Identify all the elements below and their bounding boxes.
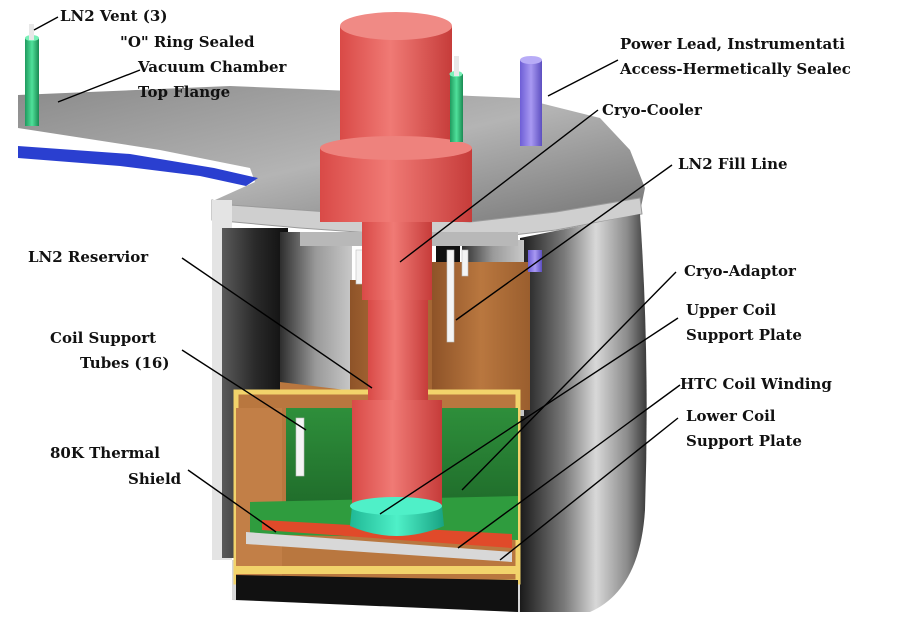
label-ln2-vent: LN2 Vent (3) xyxy=(60,7,167,25)
label-coil-support-tubes-line1: Coil Support xyxy=(50,329,156,347)
cryo-adaptor xyxy=(350,497,444,536)
ln2-vent-tubes xyxy=(25,24,463,142)
label-lower-coil-plate-line2: Support Plate xyxy=(686,432,802,450)
label-power-lead-line1: Power Lead, Instrumentati xyxy=(620,35,845,53)
label-upper-coil-plate-line1: Upper Coil xyxy=(686,301,776,319)
label-upper-coil-plate-line2: Support Plate xyxy=(686,326,802,344)
lower-coil-plate xyxy=(246,532,512,562)
label-ln2-fill-line: LN2 Fill Line xyxy=(678,155,788,173)
label-o-ring-line1: "O" Ring Sealed xyxy=(120,33,255,51)
label-ln2-reservoir: LN2 Reservior xyxy=(28,248,149,266)
label-thermal-shield-line2: Shield xyxy=(128,470,182,488)
cryo-cooler xyxy=(320,12,472,515)
label-thermal-shield-line1: 80K Thermal xyxy=(50,444,160,462)
label-cryo-cooler: Cryo-Cooler xyxy=(602,101,703,119)
label-lower-coil-plate-line1: Lower Coil xyxy=(686,407,776,425)
label-o-ring-line3: Top Flange xyxy=(138,83,230,101)
label-coil-support-tubes-line2: Tubes (16) xyxy=(80,354,169,372)
callout-labels: LN2 Vent (3) "O" Ring Sealed Vacuum Cham… xyxy=(28,7,851,488)
label-cryo-adaptor: Cryo-Adaptor xyxy=(684,262,797,280)
leader-lines xyxy=(33,16,681,561)
label-power-lead-line2: Access-Hermetically Sealec xyxy=(619,60,851,78)
label-o-ring-line2: Vacuum Chamber xyxy=(137,58,287,76)
o-ring-band xyxy=(18,146,258,186)
coil-support-tubes xyxy=(295,249,469,477)
label-htc-coil-winding: HTC Coil Winding xyxy=(680,375,832,393)
